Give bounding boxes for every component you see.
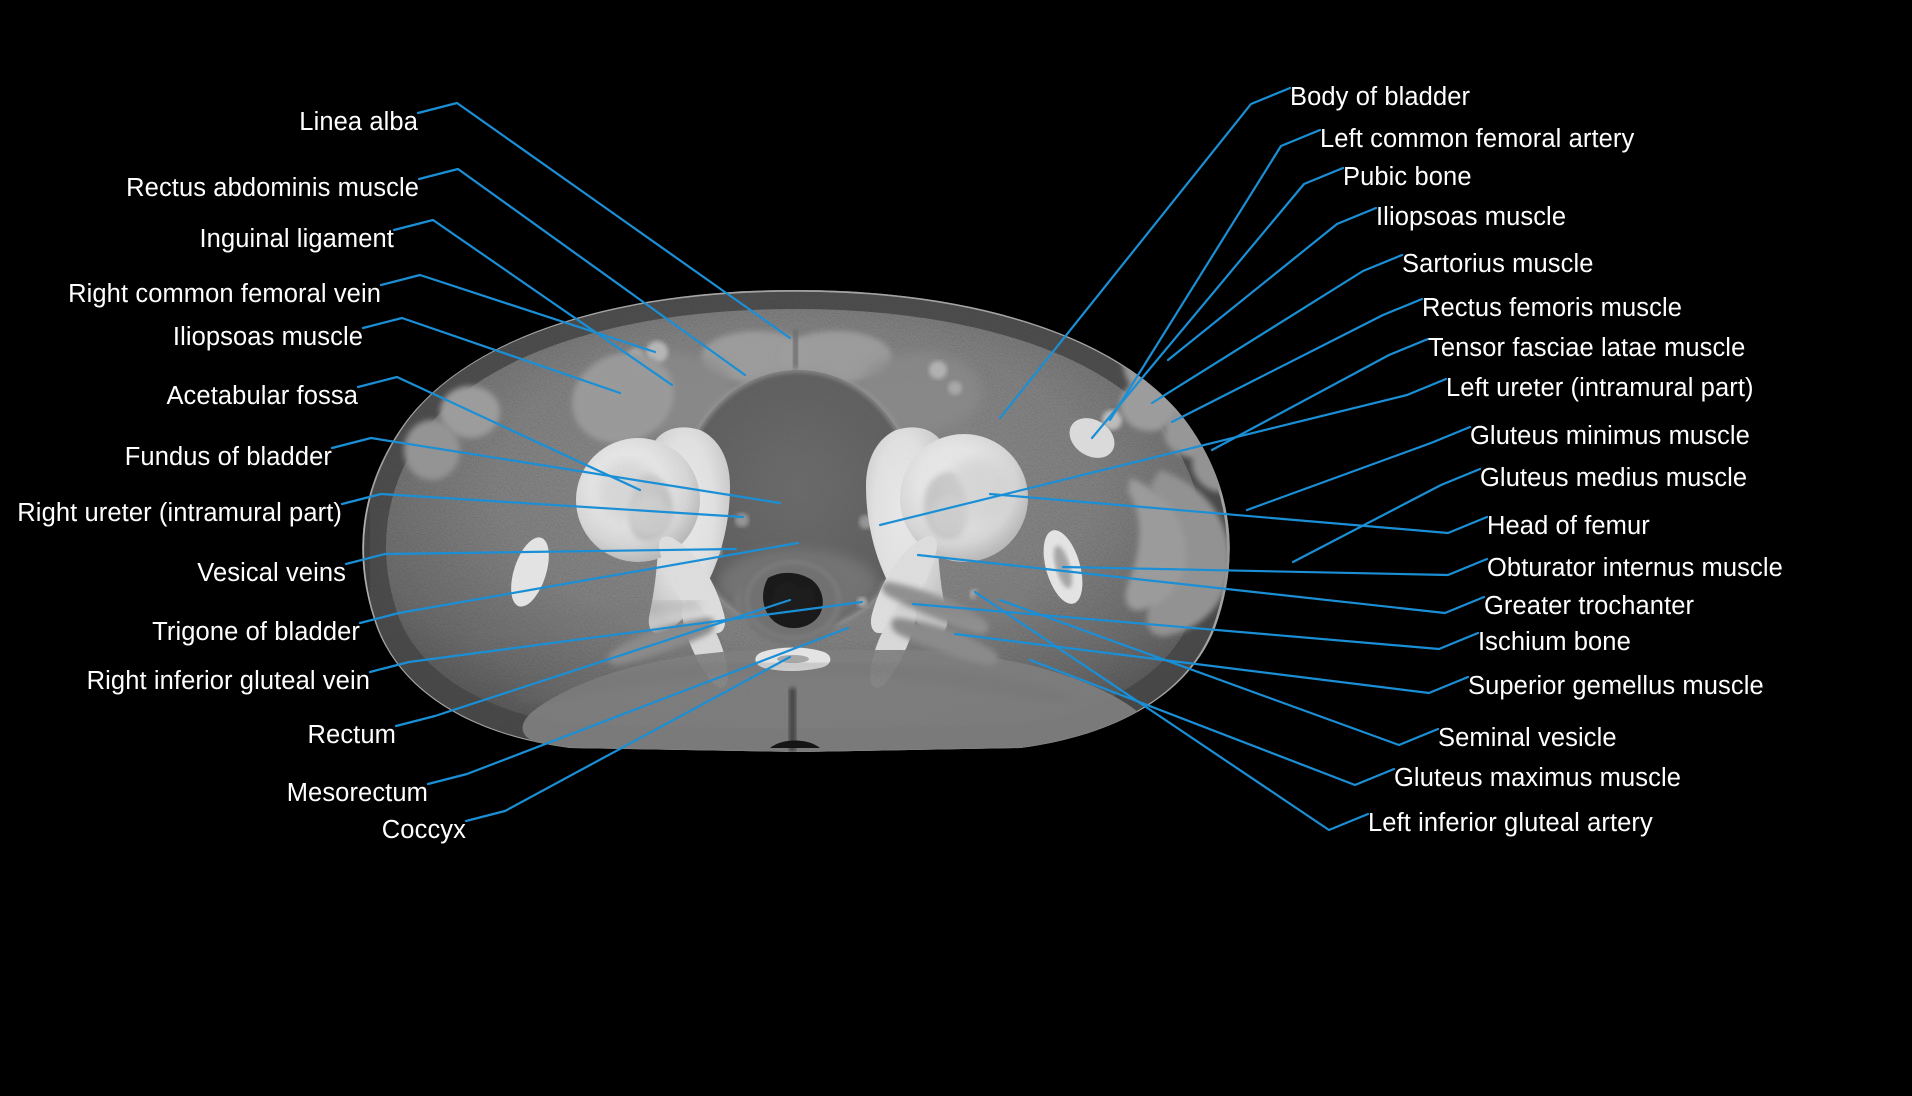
leader-rectus-femoris-muscle — [1170, 297, 1424, 424]
leader-mesorectum — [426, 626, 850, 786]
label-right-common-femoral-vein: Right common femoral vein — [68, 280, 381, 308]
leader-pubic-bone — [1090, 166, 1345, 440]
label-gluteus-medius-muscle: Gluteus medius muscle — [1480, 464, 1748, 492]
leader-trigone-of-bladder — [358, 541, 800, 625]
leader-gluteus-minimus-muscle — [1245, 425, 1472, 512]
label-ischium-bone: Ischium bone — [1478, 628, 1631, 656]
label-right-ureter-intramural: Right ureter (intramural part) — [17, 499, 342, 527]
label-left-inferior-gluteal-artery: Left inferior gluteal artery — [1368, 809, 1653, 837]
label-rectus-abdominis-muscle: Rectus abdominis muscle — [126, 174, 419, 202]
label-fundus-of-bladder: Fundus of bladder — [124, 443, 332, 471]
label-rectum: Rectum — [307, 721, 396, 749]
label-right-inferior-gluteal-vein: Right inferior gluteal vein — [86, 667, 370, 695]
leader-left-ureter-intramural — [878, 377, 1448, 527]
leader-rectus-abdominis-muscle — [417, 167, 747, 377]
leader-left-common-femoral-artery — [1108, 128, 1322, 422]
leader-ischium-bone — [911, 602, 1480, 651]
leader-iliopsoas-muscle-right — [361, 316, 622, 395]
leader-linea-alba — [416, 101, 792, 340]
leader-obturator-internus-muscle — [1061, 557, 1489, 577]
label-iliopsoas-muscle-left: Iliopsoas muscle — [1376, 203, 1567, 231]
label-gluteus-maximus-muscle: Gluteus maximus muscle — [1394, 764, 1682, 792]
ct-grain-overlay — [370, 290, 1230, 752]
label-seminal-vesicle: Seminal vesicle — [1438, 724, 1617, 752]
leader-body-of-bladder — [998, 86, 1292, 420]
label-iliopsoas-muscle-right: Iliopsoas muscle — [172, 323, 363, 351]
leader-rectum — [394, 598, 792, 728]
label-left-common-femoral-artery: Left common femoral artery — [1320, 125, 1635, 153]
leader-inguinal-ligament — [392, 218, 674, 387]
label-sartorius-muscle: Sartorius muscle — [1402, 250, 1594, 278]
label-superior-gemellus-muscle: Superior gemellus muscle — [1468, 672, 1764, 700]
leader-gluteus-medius-muscle — [1291, 467, 1482, 564]
leader-right-ureter-intramural — [340, 492, 745, 519]
leader-head-of-femur — [988, 492, 1489, 535]
leader-greater-trochanter — [916, 553, 1486, 615]
label-head-of-femur: Head of femur — [1487, 512, 1650, 540]
label-trigone-of-bladder: Trigone of bladder — [152, 618, 360, 646]
leader-vesical-veins — [344, 547, 738, 566]
label-mesorectum: Mesorectum — [286, 779, 428, 807]
label-coccyx: Coccyx — [381, 816, 466, 844]
leader-right-common-femoral-vein — [379, 273, 657, 354]
label-linea-alba: Linea alba — [299, 108, 418, 136]
leader-seminal-vesicle — [998, 598, 1440, 747]
label-obturator-internus-muscle: Obturator internus muscle — [1487, 554, 1783, 582]
label-vesical-veins: Vesical veins — [197, 559, 346, 587]
leader-sartorius-muscle — [1150, 253, 1404, 405]
leader-fundus-of-bladder — [330, 436, 782, 505]
label-acetabular-fossa: Acetabular fossa — [166, 382, 358, 410]
leader-tensor-fasciae-latae-muscle — [1210, 337, 1430, 452]
label-left-ureter-intramural: Left ureter (intramural part) — [1446, 374, 1754, 402]
label-pubic-bone: Pubic bone — [1343, 163, 1472, 191]
label-body-of-bladder: Body of bladder — [1290, 83, 1471, 111]
leader-acetabular-fossa — [356, 375, 642, 492]
label-inguinal-ligament: Inguinal ligament — [199, 225, 394, 253]
label-tensor-fasciae-latae-muscle: Tensor fasciae latae muscle — [1428, 334, 1746, 362]
leader-superior-gemellus-muscle — [953, 632, 1470, 695]
label-rectus-femoris-muscle: Rectus femoris muscle — [1422, 294, 1683, 322]
leader-iliopsoas-muscle-left — [1166, 206, 1378, 362]
label-gluteus-minimus-muscle: Gluteus minimus muscle — [1470, 422, 1750, 450]
leader-left-inferior-gluteal-artery — [973, 590, 1370, 832]
leader-coccyx — [464, 655, 792, 823]
label-greater-trochanter: Greater trochanter — [1484, 592, 1695, 620]
leader-right-inferior-gluteal-vein — [368, 600, 864, 674]
